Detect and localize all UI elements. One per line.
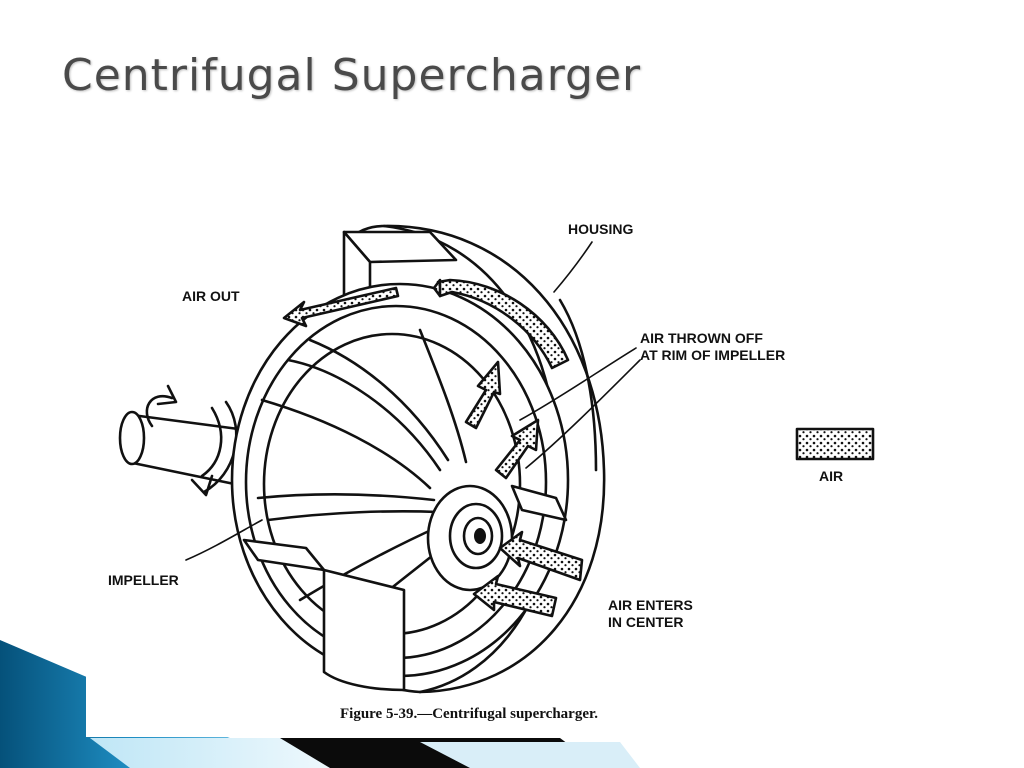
leader-lines [185, 241, 641, 561]
air-scroll-arrow [432, 278, 570, 370]
air-enters-arrows [472, 530, 584, 618]
figure-caption: Figure 5-39.—Centrifugal supercharger. [340, 706, 598, 722]
air-thrown-label-line2: AT RIM OF IMPELLER [640, 347, 785, 363]
air-thrown-arrows [464, 360, 540, 480]
air-out-arrow [282, 286, 400, 328]
impeller-label: IMPELLER [108, 572, 179, 588]
air-out-label: AIR OUT [182, 288, 240, 304]
air-enters-label-line2: IN CENTER [608, 614, 683, 630]
drive-shaft [118, 410, 248, 488]
air-enters-label-line1: AIR ENTERS [608, 597, 693, 613]
air-legend-label: AIR [819, 468, 843, 484]
housing-lower-wall [242, 484, 568, 692]
impeller-hub [426, 484, 514, 592]
housing-label: HOUSING [568, 221, 633, 237]
air-thrown-label-line1: AIR THROWN OFF [640, 330, 763, 346]
impeller-vanes [256, 328, 468, 632]
air-legend-swatch [795, 427, 875, 461]
page-title: Centrifugal Supercharger [62, 50, 642, 101]
